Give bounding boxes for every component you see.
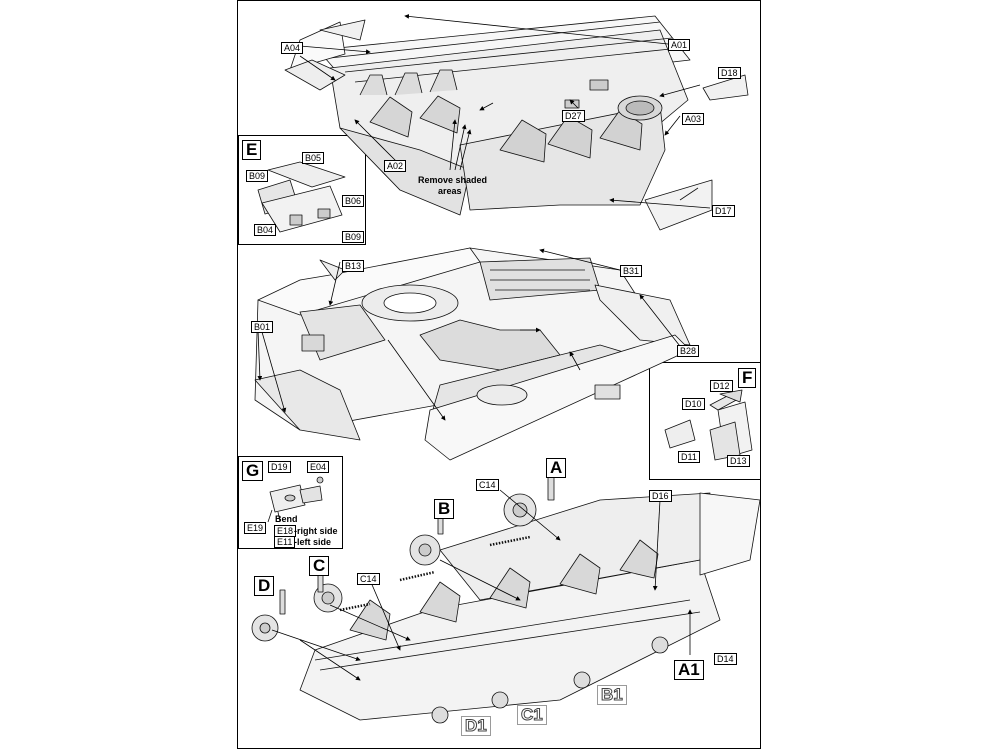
upper-hull [254, 247, 691, 461]
label-b28: B28 [677, 345, 700, 357]
label-d13: D13 [727, 455, 750, 467]
label-e04: E04 [307, 461, 330, 473]
label-a04: A04 [281, 42, 304, 54]
label-b01: B01 [251, 321, 274, 333]
label-e19: E19 [244, 522, 267, 534]
note-right-side: -right side [294, 526, 338, 536]
label-d16: D16 [649, 490, 672, 502]
inset-e-parts [257, 161, 346, 233]
label-a02: A02 [384, 160, 407, 172]
part-d17 [644, 179, 713, 231]
callout-e: E [242, 140, 262, 160]
label-e11: E11 [274, 536, 296, 548]
label-a01: A01 [668, 39, 691, 51]
label-d17: D17 [712, 205, 735, 217]
label-b13: B13 [342, 260, 365, 272]
callout-d1: D1 [461, 716, 491, 736]
callout-a1: A1 [674, 660, 704, 680]
part-d18 [702, 74, 749, 101]
part-a04 [284, 19, 366, 91]
label-a03: A03 [682, 113, 705, 125]
note-areas: areas [438, 186, 462, 196]
leader-lines [257, 14, 711, 681]
running-gear-assembly [251, 469, 761, 724]
callout-c: C [309, 556, 330, 576]
label-c14-lower: C14 [357, 573, 380, 585]
label-d18: D18 [718, 67, 741, 79]
label-d19: D19 [268, 461, 291, 473]
label-c14-upper: C14 [476, 479, 499, 491]
note-bend: Bend [275, 514, 298, 524]
label-d11: D11 [678, 451, 700, 463]
note-remove-shaded: Remove shaded [418, 175, 488, 185]
label-d10: D10 [682, 398, 705, 410]
label-b09-top: B09 [246, 170, 269, 182]
label-b04: B04 [254, 224, 277, 236]
label-b09-bottom: B09 [342, 231, 365, 243]
callout-g: G [242, 461, 264, 481]
label-b31: B31 [620, 265, 643, 277]
label-d14: D14 [714, 653, 737, 665]
inset-f-parts [664, 389, 753, 461]
label-d27: D27 [562, 110, 585, 122]
callout-b1: B1 [597, 685, 627, 705]
callout-f: F [738, 368, 757, 388]
label-d12: D12 [710, 380, 733, 392]
label-b05: B05 [302, 152, 325, 164]
callout-b: B [434, 499, 455, 519]
callout-c1: C1 [517, 705, 547, 725]
callout-d: D [254, 576, 275, 596]
lower-hull-plate [317, 15, 691, 216]
inset-g-parts [267, 476, 324, 523]
note-left-side: -left side [294, 537, 332, 547]
callout-a: A [546, 458, 567, 478]
label-b06: B06 [342, 195, 365, 207]
